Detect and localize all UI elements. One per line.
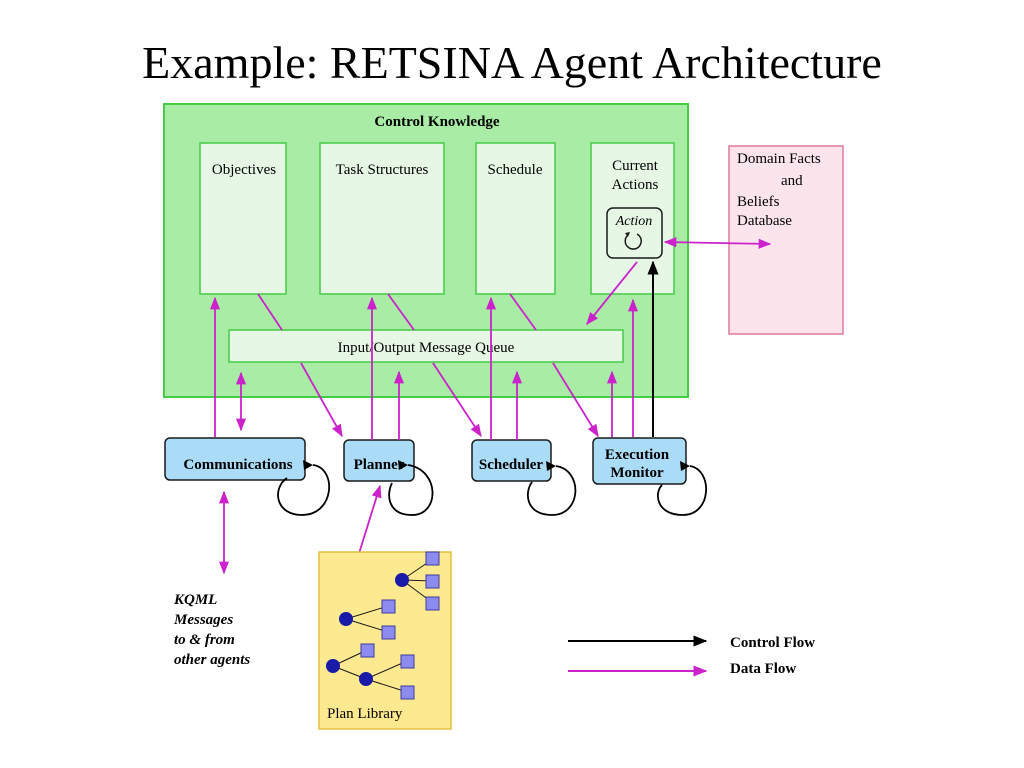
domain-facts-database: Domain Facts and Beliefs Database (728, 145, 844, 335)
module-planner: Planner (343, 439, 415, 482)
domain-facts-line-4: Database (737, 213, 792, 229)
control-knowledge-block: Control Knowledge Objectives Task Struct… (163, 103, 689, 398)
domain-facts-line-2: and (781, 173, 803, 189)
plan-library-label: Plan Library (327, 706, 403, 722)
panel-current-actions-label-2: Actions (612, 177, 659, 193)
slide-title: Example: RETSINA Agent Architecture (142, 37, 882, 88)
panel-schedule-label: Schedule (488, 162, 543, 178)
action-loop-arrowhead-icon (625, 232, 630, 237)
module-planner-label: Planner (354, 457, 405, 473)
module-communications-label: Communications (183, 457, 292, 473)
scheduler-self-loop-icon (527, 465, 577, 516)
panel-task-structures: Task Structures (319, 142, 445, 295)
control-knowledge-label: Control Knowledge (374, 114, 499, 130)
panel-objectives-label: Objectives (212, 162, 276, 178)
legend: Control Flow Data Flow (568, 635, 815, 677)
panel-current-actions-label-1: Current (612, 158, 659, 174)
kqml-line-4: other agents (174, 652, 250, 668)
message-queue: Input/Output Message Queue (228, 329, 624, 363)
action-loop-icon (624, 233, 642, 250)
module-execution-monitor: Execution Monitor (592, 437, 687, 485)
action-box-label: Action (615, 214, 653, 229)
domain-facts-line-1: Domain Facts (737, 151, 821, 167)
plan-tree-leaves-icon (360, 551, 440, 700)
communications-self-loop-icon (277, 464, 331, 516)
data-flow-arrows (209, 237, 772, 577)
panel-current-actions: Current Actions Action (590, 142, 675, 295)
domain-facts-line-3: Beliefs (737, 194, 780, 210)
module-communications: Communications (164, 437, 306, 481)
legend-data-flow-label: Data Flow (730, 661, 796, 677)
kqml-line-1: KQML (173, 592, 217, 608)
kqml-line-2: Messages (173, 612, 233, 628)
module-scheduler-label: Scheduler (479, 457, 544, 473)
kqml-line-3: to & from (174, 632, 235, 648)
panel-schedule: Schedule (475, 142, 556, 295)
plan-tree-nodes-icon (326, 573, 409, 686)
execution-monitor-self-loop-icon (657, 465, 707, 516)
planner-self-loop-icon (388, 464, 434, 516)
module-scheduler: Scheduler (471, 439, 552, 482)
module-execution-monitor-label-2: Monitor (610, 465, 664, 481)
kqml-note: KQML Messages to & from other agents (173, 592, 250, 668)
module-execution-monitor-label-1: Execution (605, 447, 670, 463)
action-box: Action (606, 207, 663, 259)
legend-control-flow-label: Control Flow (730, 635, 815, 651)
panel-task-structures-label: Task Structures (336, 162, 429, 178)
plan-library: Plan Library (318, 551, 452, 730)
panel-objectives: Objectives (199, 142, 287, 295)
message-queue-label: Input/Output Message Queue (338, 340, 515, 356)
